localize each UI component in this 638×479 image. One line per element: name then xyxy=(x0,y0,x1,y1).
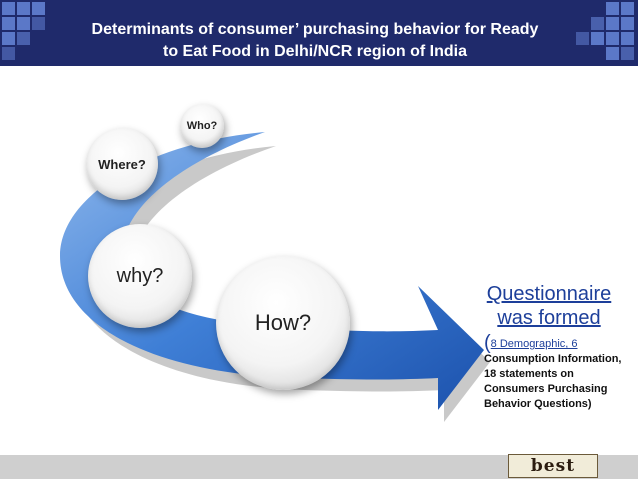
slide-title-line-2: to Eat Food in Delhi/NCR region of India xyxy=(163,43,467,60)
questionnaire-paren: ( xyxy=(484,332,491,354)
brand-logo: best xyxy=(508,454,598,478)
bubble-who-label: Who? xyxy=(186,120,218,132)
questionnaire-heading: Questionnaire was formed xyxy=(484,282,614,330)
bubble-how-label: How? xyxy=(254,310,312,335)
questionnaire-details: (8 Demographic, 6 Consumption Informatio… xyxy=(484,333,624,412)
bubble-who: Who? xyxy=(180,104,224,148)
bubble-how: How? xyxy=(216,256,350,390)
bubble-where-label: Where? xyxy=(98,156,146,172)
questionnaire-heading-line-1: Questionnaire xyxy=(486,283,612,305)
brand-logo-text: best xyxy=(530,456,576,476)
arrow-body xyxy=(60,132,484,410)
questionnaire-details-text: Consumption Information, 18 statements o… xyxy=(484,353,622,410)
title-banner: Determinants of consumer’ purchasing beh… xyxy=(0,0,638,66)
bubble-where: Where? xyxy=(86,128,158,200)
bubble-why: why? xyxy=(88,224,192,328)
slide-title: Determinants of consumer’ purchasing beh… xyxy=(60,19,570,63)
slide-title-line-1: Determinants of consumer’ purchasing beh… xyxy=(91,21,539,38)
questionnaire-first-item: 8 Demographic, 6 xyxy=(490,338,578,350)
questionnaire-heading-line-2: was formed xyxy=(497,307,601,329)
bubble-why-label: why? xyxy=(116,264,164,287)
